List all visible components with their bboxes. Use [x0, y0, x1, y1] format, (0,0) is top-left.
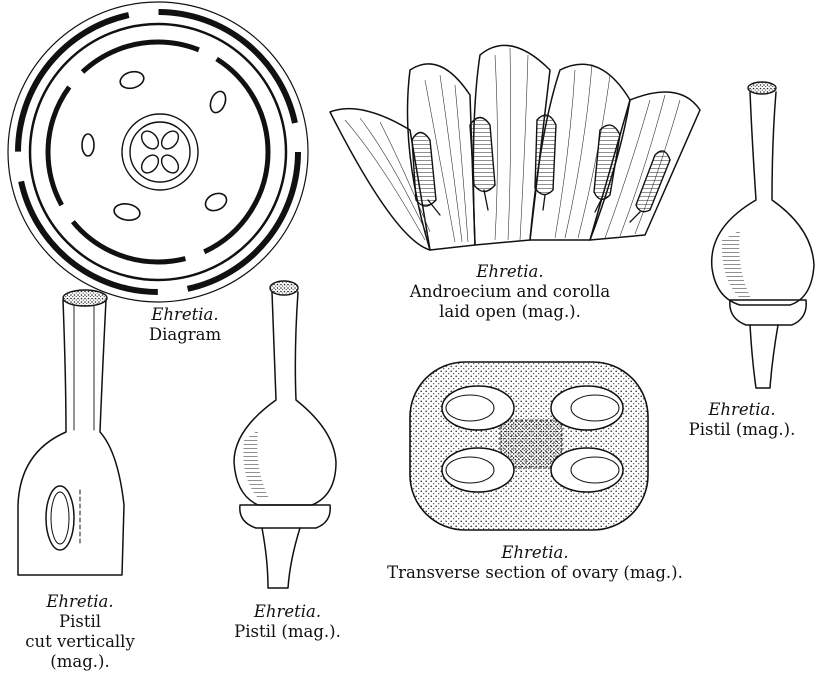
caption-pistil-vertical-line3: (mag.). — [50, 652, 110, 671]
caption-androecium: Ehretia. Androecium and corolla laid ope… — [390, 262, 630, 322]
caption-pistil-middle: Ehretia. Pistil (mag.). — [215, 602, 360, 642]
caption-pistil-vertical-line2: cut vertically — [25, 632, 135, 651]
caption-pistil-right-genus: Ehretia. — [708, 400, 776, 419]
caption-diagram-genus: Ehretia. — [151, 305, 219, 324]
caption-pistil-middle-line1: Pistil (mag.). — [234, 622, 341, 641]
caption-diagram: Ehretia. Diagram — [130, 305, 240, 345]
caption-pistil-vertical: Ehretia. Pistil cut vertically (mag.). — [10, 592, 150, 672]
caption-pistil-middle-genus: Ehretia. — [253, 602, 322, 621]
pistil-right-figure — [710, 81, 815, 389]
caption-pistil-right-line1: Pistil (mag.). — [688, 420, 796, 439]
androecium-corolla-figure — [329, 44, 701, 251]
caption-diagram-line1: Diagram — [148, 325, 222, 344]
caption-androecium-line1: Androecium and corolla — [409, 282, 611, 301]
pistil-middle-figure — [233, 280, 337, 589]
caption-androecium-line2: laid open (mag.). — [439, 302, 581, 321]
caption-pistil-vertical-genus: Ehretia. — [46, 592, 114, 611]
floral-diagram — [7, 1, 309, 303]
caption-pistil-vertical-line1: Pistil — [58, 612, 102, 631]
caption-transverse: Ehretia. Transverse section of ovary (ma… — [355, 543, 715, 583]
caption-pistil-right: Ehretia. Pistil (mag.). — [672, 400, 812, 440]
pistil-vertical-section-figure — [17, 289, 125, 576]
transverse-section-figure — [409, 361, 649, 531]
caption-androecium-genus: Ehretia. — [476, 262, 544, 281]
caption-transverse-genus: Ehretia. — [501, 543, 569, 562]
caption-transverse-line1: Transverse section of ovary (mag.). — [387, 563, 683, 582]
